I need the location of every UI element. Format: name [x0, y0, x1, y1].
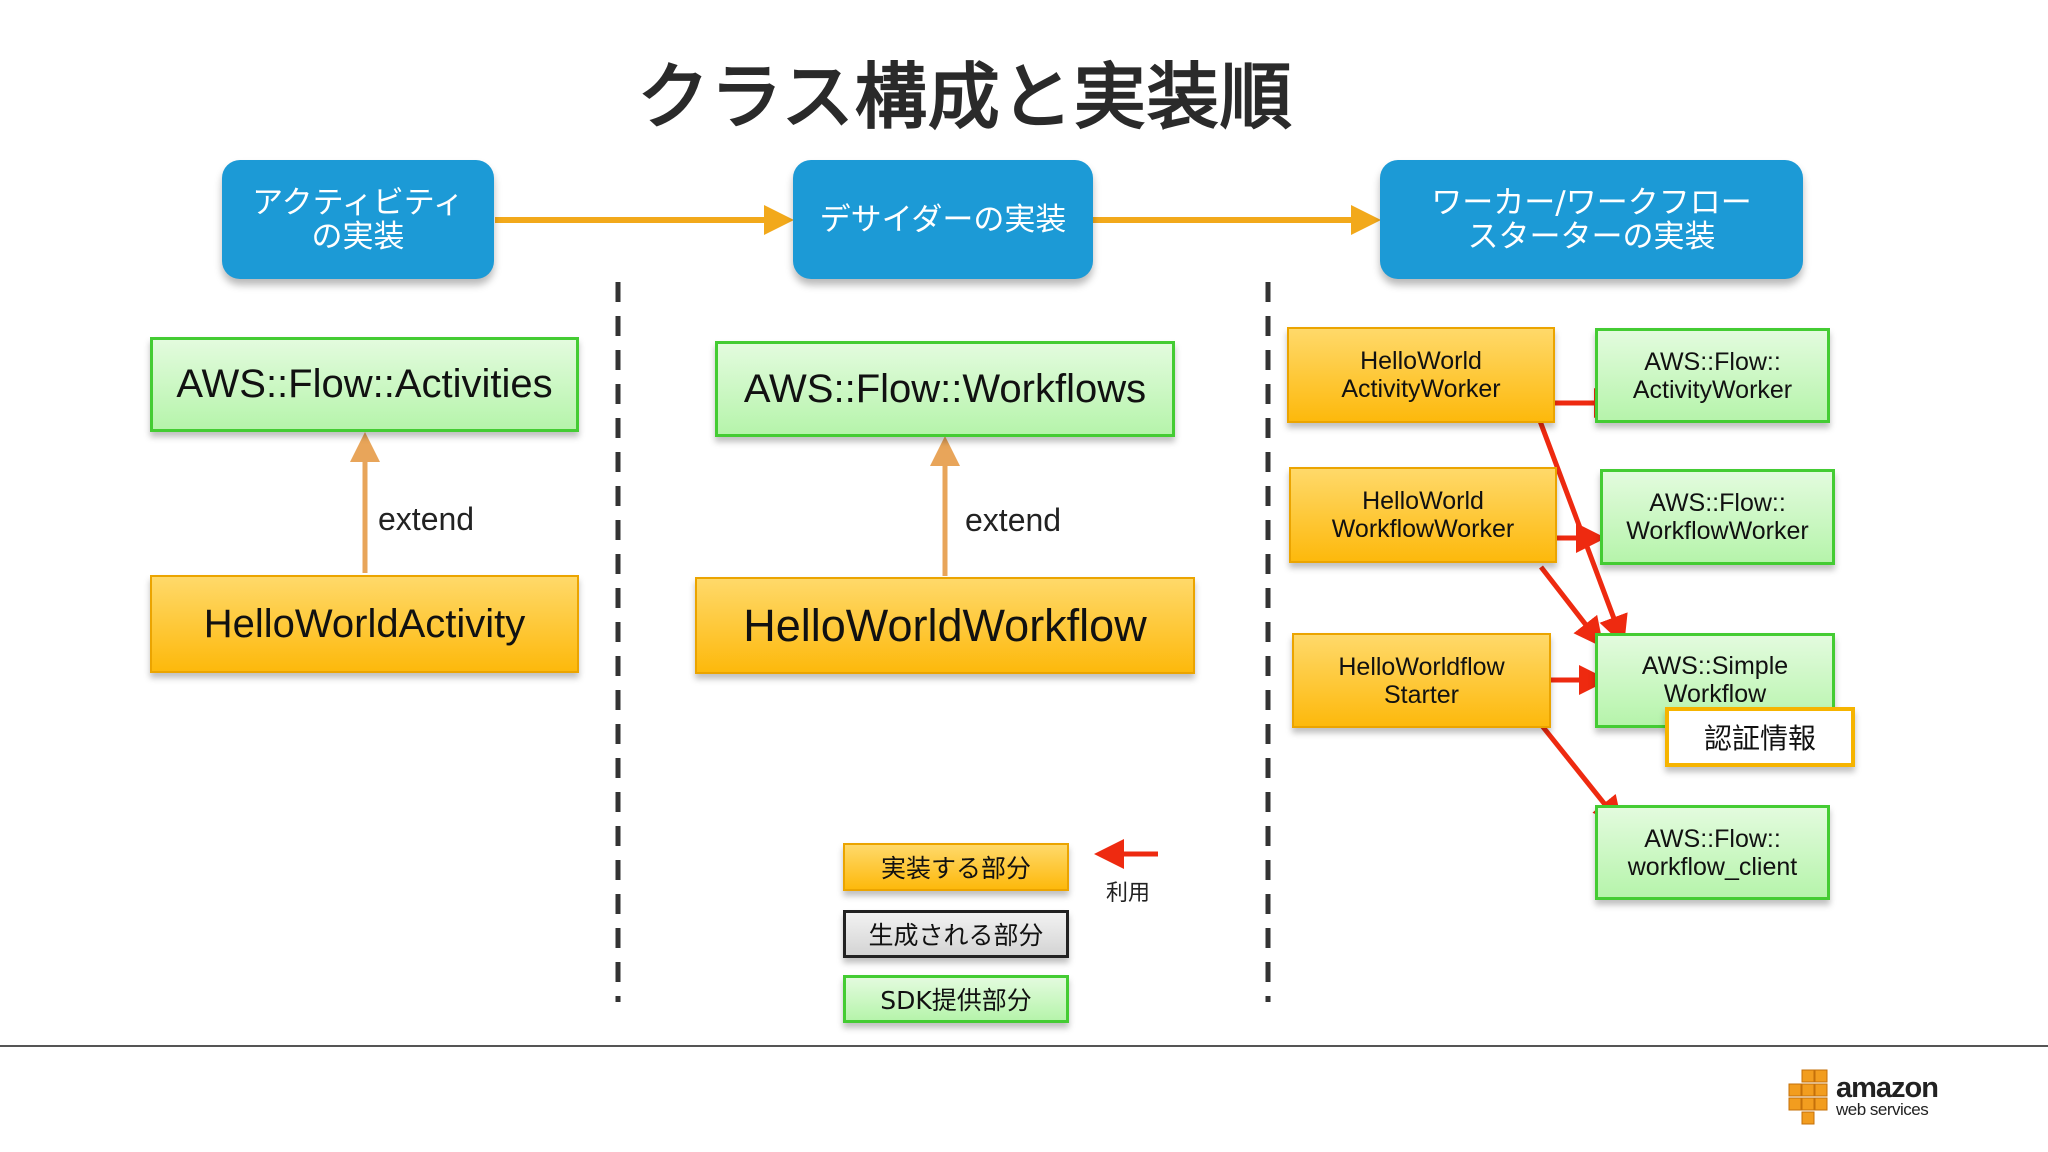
sdk-simple-workflow-line1: AWS::Simple — [1641, 652, 1789, 680]
legend-sdk-provided: SDK提供部分 — [843, 975, 1069, 1023]
legend-generated: 生成される部分 — [843, 910, 1069, 958]
aws-logo: amazon web services — [1786, 1068, 1976, 1130]
impl-workflow-worker-line1: HelloWorld — [1362, 487, 1484, 515]
impl-workflow-starter-line1: HelloWorldflow — [1338, 652, 1505, 681]
impl-hello-world-activity: HelloWorldActivity — [150, 575, 579, 673]
step-decider-label: デサイダーの実装 — [819, 201, 1067, 238]
extend-label-1: extend — [378, 501, 475, 537]
impl-hello-world-workflow: HelloWorldWorkflow — [695, 577, 1195, 674]
sdk-flow-workflow-client: AWS::Flow:: workflow_client — [1595, 805, 1830, 900]
aws-cubes-icon — [1788, 1069, 1828, 1125]
legend-implemented: 実装する部分 — [843, 843, 1069, 891]
step-worker: ワーカー/ワークフロー スターターの実装 — [1380, 160, 1803, 279]
sdk-flow-workflow-worker: AWS::Flow:: WorkflowWorker — [1600, 469, 1835, 565]
sdk-flow-activities: AWS::Flow::Activities — [150, 337, 579, 432]
impl-workflow-worker: HelloWorld WorkflowWorker — [1289, 467, 1557, 563]
impl-workflow-starter-line2: Starter — [1383, 680, 1460, 709]
sdk-flow-activity-worker-line1: AWS::Flow:: — [1644, 347, 1781, 376]
auth-info-box: 認証情報 — [1665, 707, 1855, 767]
sdk-flow-activity-worker-line2: ActivityWorker — [1632, 375, 1793, 404]
use-arrow-st-client — [1533, 715, 1623, 827]
extend-label-2: extend — [965, 502, 1062, 538]
impl-workflow-worker-line2: WorkflowWorker — [1331, 515, 1515, 543]
step-worker-line2: スターターの実装 — [1467, 218, 1716, 255]
step-activity: アクティビティ の実装 — [222, 160, 494, 279]
impl-workflow-starter: HelloWorldflow Starter — [1292, 633, 1551, 728]
step-activity-line1: アクティビティ — [252, 184, 464, 221]
legend-uses-label: 利用 — [1106, 881, 1151, 906]
aws-logo-sub: web services — [1836, 1100, 1929, 1119]
sdk-simple-workflow-line2: Workflow — [1663, 680, 1767, 708]
sdk-flow-workflow-worker-line2: WorkflowWorker — [1626, 517, 1809, 545]
sdk-flow-workflows: AWS::Flow::Workflows — [715, 341, 1175, 437]
sdk-flow-activity-worker: AWS::Flow:: ActivityWorker — [1595, 328, 1830, 423]
impl-activity-worker: HelloWorld ActivityWorker — [1287, 327, 1555, 423]
sdk-flow-workflow-worker-line1: AWS::Flow:: — [1649, 489, 1786, 517]
use-arrow-ww-swf — [1539, 565, 1604, 648]
sdk-flow-workflow-client-line1: AWS::Flow:: — [1644, 824, 1781, 853]
aws-logo-brand: amazon — [1836, 1072, 1939, 1104]
impl-activity-worker-line2: ActivityWorker — [1341, 375, 1501, 403]
step-worker-line1: ワーカー/ワークフロー — [1431, 184, 1752, 221]
page-title: クラス構成と実装順 — [637, 55, 1293, 139]
sdk-flow-workflow-client-line2: workflow_client — [1627, 852, 1798, 881]
step-activity-line2: の実装 — [311, 218, 405, 255]
use-arrow-aw-swf — [1531, 404, 1628, 646]
impl-activity-worker-line1: HelloWorld — [1360, 347, 1482, 375]
aws-logo-text: amazon web services — [1836, 1072, 1939, 1121]
step-decider: デサイダーの実装 — [793, 160, 1093, 279]
